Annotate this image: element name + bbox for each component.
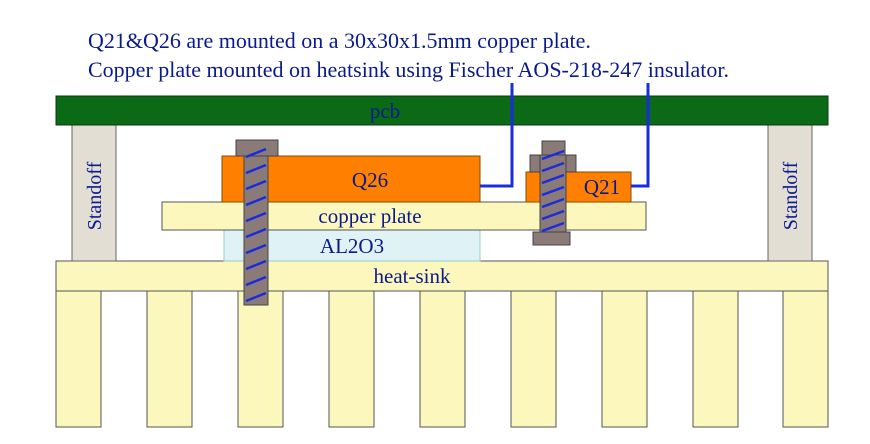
- screw-thread-line: [541, 161, 565, 173]
- q26-label: Q26: [352, 168, 388, 192]
- heatsink-fin: [419, 290, 466, 428]
- screw-thread-line: [245, 163, 267, 175]
- screw-thread-line: [541, 209, 565, 221]
- screw-thread-line: [245, 195, 267, 207]
- screw-short-thread: [541, 149, 565, 233]
- screw-short: [529, 140, 577, 246]
- screw-thread-line: [245, 211, 267, 223]
- heatsink-fin: [146, 290, 193, 428]
- heatsink-fin: [782, 290, 829, 428]
- leader-q21: [631, 83, 650, 188]
- heatsink-fin: [55, 290, 102, 428]
- heatsink-fin: [692, 290, 739, 428]
- screw-thread-line: [541, 173, 565, 185]
- screw-thread-line: [245, 291, 267, 303]
- screw-long-thread: [245, 147, 267, 303]
- copper-plate-label: copper plate: [318, 204, 421, 228]
- heatsink-fins: [55, 290, 829, 428]
- screw-thread-line: [541, 185, 565, 197]
- caption-line-2: Copper plate mounted on heatsink using F…: [88, 57, 729, 82]
- screw-thread-line: [245, 227, 267, 239]
- screw-short-nut: [532, 231, 571, 246]
- screw-long: [235, 139, 279, 306]
- pcb-label: pcb: [370, 99, 400, 123]
- screw-thread-line: [245, 275, 267, 287]
- standoff-right-label: Standoff: [780, 161, 802, 230]
- heatsink-fin: [601, 290, 648, 428]
- pcb-board: [55, 95, 829, 126]
- caption-line-1: Q21&Q26 are mounted on a 30x30x1.5mm cop…: [88, 28, 591, 53]
- screw-thread-line: [541, 221, 565, 233]
- heatsink-fin: [237, 290, 284, 428]
- screw-thread-line: [245, 147, 267, 159]
- heat-sink-base: [55, 260, 829, 292]
- q21-label: Q21: [584, 175, 620, 199]
- screw-thread-line: [245, 259, 267, 271]
- heat-sink-label: heat-sink: [374, 264, 451, 288]
- screw-thread-line: [245, 179, 267, 191]
- standoff-left: [71, 124, 117, 262]
- heatsink-fin: [328, 290, 375, 428]
- standoff-left-label: Standoff: [84, 161, 106, 230]
- screw-thread-line: [541, 197, 565, 209]
- heatsink-fin: [510, 290, 557, 428]
- al2o3-label: AL2O3: [320, 234, 384, 258]
- screw-thread-line: [541, 149, 565, 161]
- screw-thread-line: [245, 243, 267, 255]
- leader-q26: [480, 83, 514, 188]
